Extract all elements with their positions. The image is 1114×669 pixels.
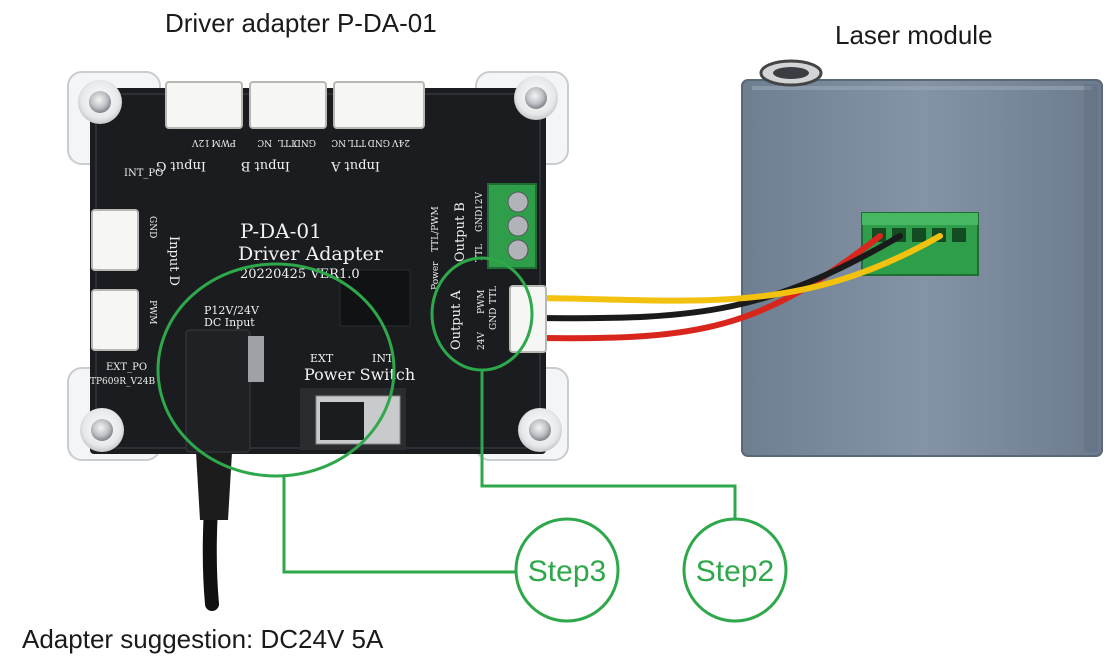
output-b-label: Output B (453, 202, 468, 262)
board-name-label: Driver Adapter (238, 243, 384, 265)
dc-power-cable (196, 452, 232, 611)
dc-input-line1: P12V/24V (204, 304, 260, 317)
input-g-pwm: PWM (211, 137, 236, 147)
input-g-12v: 12V (192, 137, 210, 147)
input-a-label: Input A (330, 158, 380, 173)
input-b-ttl: TTL (278, 137, 296, 147)
power-led-label: Power (431, 261, 441, 290)
input-connectors-left (91, 209, 139, 351)
step3-label: Step3 (528, 555, 606, 588)
power-switch[interactable] (300, 388, 406, 450)
output-b-gnd: GND (475, 210, 485, 232)
step2-circle (682, 517, 788, 623)
output-a-pwm: PWM (477, 289, 487, 314)
dc-input-highlight (156, 262, 396, 478)
output-a-24v: 24V (477, 332, 487, 350)
int-po-label: INT_PO (124, 168, 163, 179)
input-a-ttl: TTL (348, 137, 366, 147)
switch-ext-label: EXT (310, 352, 334, 365)
output-b-terminal (487, 183, 537, 269)
board-model-label: P-DA-01 (240, 219, 322, 243)
input-d-label: Input D (166, 236, 181, 286)
laser-module-title: Laser module (835, 20, 993, 50)
silkscreen: P-DA-01 Driver Adapter 20220425 VER1.0 I… (90, 137, 499, 387)
adapter-suggestion-note: Adapter suggestion: DC24V 5A (22, 624, 384, 654)
dc-input-line2: DC Input (204, 316, 255, 329)
input-a-gnd: GND (368, 137, 390, 147)
dc-jack (185, 329, 264, 453)
standoffs (78, 76, 562, 452)
output-a-gnd: GND (489, 308, 499, 330)
ttl-pwm-label: TTL/PWM (431, 206, 441, 252)
input-a-nc: NC (331, 137, 346, 147)
input-b-label: Input B (241, 158, 290, 173)
laser-wires (537, 233, 943, 342)
input-g-label: Input G (156, 158, 206, 173)
output-b-ttl: TTL (475, 244, 485, 262)
power-switch-label: Power Switch (304, 365, 415, 384)
step2-leader (480, 370, 737, 518)
output-b-12v: 12V (475, 192, 485, 210)
board-version-label: 20220425 VER1.0 (240, 267, 360, 282)
step3-circle (514, 517, 620, 623)
step-annotations (156, 256, 788, 623)
step3-leader (282, 476, 516, 574)
board-edge-mark: TP609R_V24B (90, 377, 155, 387)
output-a-label: Output A (449, 290, 464, 350)
input-b-nc: NC (257, 137, 272, 147)
input-d-gnd: GND (147, 216, 157, 238)
driver-adapter-title: Driver adapter P-DA-01 (165, 8, 437, 38)
ext-po-label: EXT_PO (106, 362, 147, 373)
input-b-gnd: GND (294, 137, 316, 147)
output-a-connector (509, 285, 547, 353)
input-d-pwm: PWM (147, 300, 157, 325)
input-connectors-top (165, 81, 425, 129)
step2-label: Step2 (696, 555, 774, 588)
input-a-24v: 24V (392, 137, 410, 147)
output-a-ttl: TTL (489, 286, 499, 304)
switch-int-label: INT (372, 352, 394, 365)
